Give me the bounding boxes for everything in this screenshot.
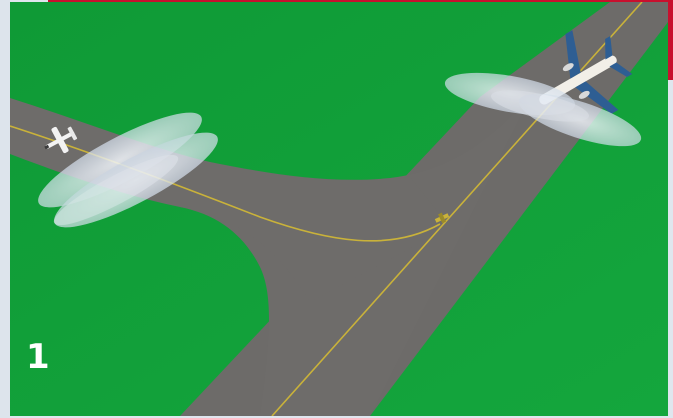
frame-number-label: 1: [26, 340, 50, 374]
right-red-edge: [668, 0, 673, 80]
airport-taxiway-scene: [10, 2, 668, 416]
left-margin-strip: [0, 0, 10, 418]
